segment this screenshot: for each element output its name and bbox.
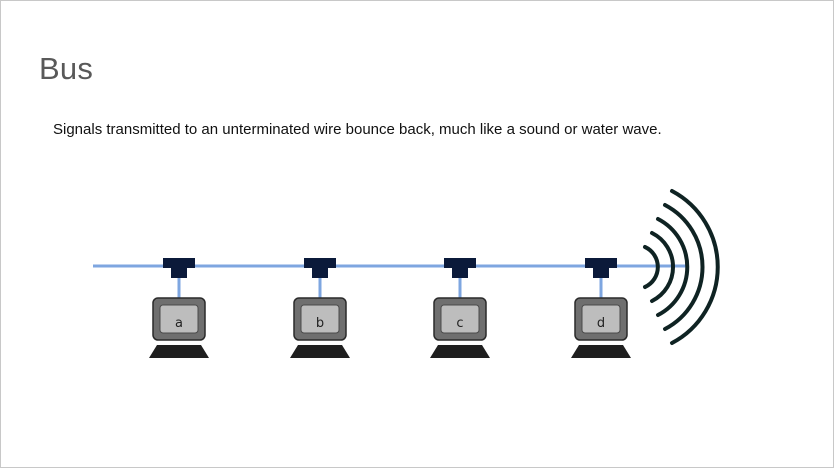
wave-arc-1	[643, 245, 660, 289]
t-connector-icon	[163, 258, 195, 268]
node-label-a: a	[175, 316, 183, 331]
node-label-b: b	[316, 316, 324, 331]
computer-keyboard	[149, 345, 209, 358]
t-connector-stem	[171, 268, 187, 278]
computer-keyboard	[430, 345, 490, 358]
t-connector-icon	[304, 258, 336, 268]
wave-arc-4	[663, 203, 705, 331]
computer-keyboard	[290, 345, 350, 358]
t-connector-stem	[452, 268, 468, 278]
computer-screen	[159, 304, 199, 334]
bus-node-d: d	[571, 258, 631, 358]
t-connector-icon	[585, 258, 617, 268]
wave-arc-3	[656, 217, 690, 317]
computer-screen	[440, 304, 480, 334]
computer-screen	[581, 304, 621, 334]
computer-screen	[300, 304, 340, 334]
computer-keyboard	[571, 345, 631, 358]
bus-node-b: b	[290, 258, 350, 358]
t-connector-stem	[593, 268, 609, 278]
bus-nodes: a b c d	[149, 258, 631, 358]
slide-title: Bus	[39, 51, 94, 86]
wave-arc-5	[670, 189, 720, 345]
bus-node-c: c	[430, 258, 490, 358]
node-label-d: d	[597, 316, 605, 331]
slide-subtitle: Signals transmitted to an unterminated w…	[53, 121, 662, 138]
t-connector-stem	[312, 268, 328, 278]
t-connector-icon	[444, 258, 476, 268]
wave-arc-2	[650, 231, 675, 303]
signal-reflection-waves-icon	[643, 189, 720, 345]
bus-node-a: a	[149, 258, 209, 358]
node-label-c: c	[456, 316, 463, 331]
